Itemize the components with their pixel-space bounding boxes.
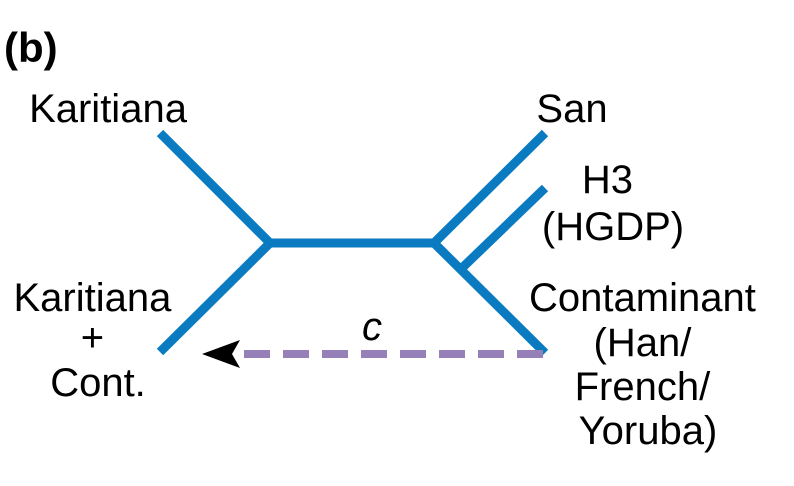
arrowhead-icon (202, 340, 240, 368)
karitiana-cont-line-1: Karitiana (14, 276, 173, 320)
leaf-label-san: San (536, 87, 607, 131)
leaf-label-contaminant: Contaminant (Han/ French/ Yoruba) (529, 276, 767, 453)
contaminant-line-1: Contaminant (529, 276, 756, 320)
contaminant-line-2: (Han/ (594, 321, 693, 365)
contaminant-line-4: Yoruba) (579, 409, 718, 453)
admixture-edge: c (202, 305, 543, 368)
branch-contaminant (430, 239, 549, 357)
h3-line-1: H3 (582, 158, 633, 202)
panel-label: (b) (4, 24, 58, 71)
branch-karitiana-cont (156, 239, 274, 356)
admixture-edge-label: c (362, 305, 382, 349)
karitiana-cont-line-2: + (81, 316, 104, 360)
branch-san (430, 129, 549, 247)
leaf-label-karitiana-cont: Karitiana + Cont. (14, 276, 183, 405)
h3-line-2: (HGDP) (542, 205, 684, 249)
karitiana-cont-line-3: Cont. (50, 361, 146, 405)
contaminant-line-3: French/ (575, 365, 711, 409)
branch-h3 (457, 184, 549, 273)
leaf-label-h3: H3 (HGDP) (542, 158, 684, 249)
leaf-label-karitiana: Karitiana (29, 87, 188, 131)
tree-edges (156, 129, 549, 357)
branch-karitiana (156, 129, 274, 247)
